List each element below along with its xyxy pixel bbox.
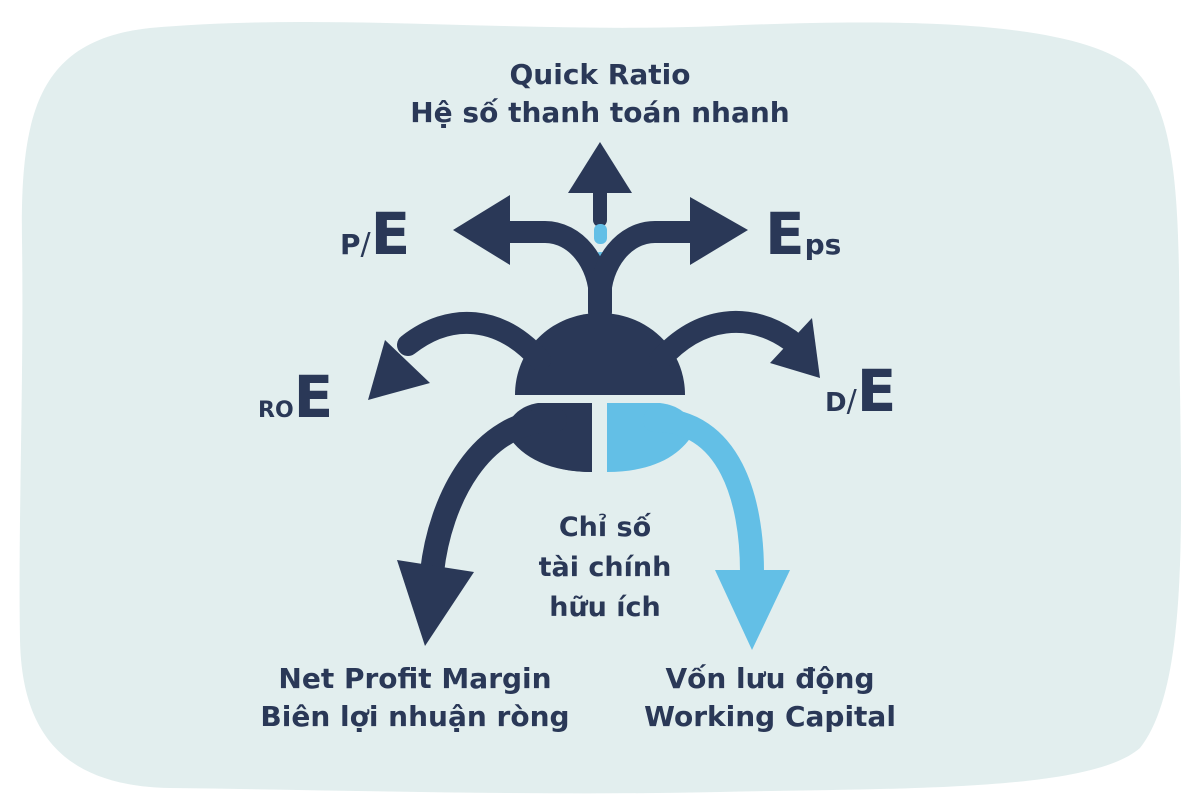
center-label-line1: Chỉ số (558, 512, 652, 543)
eps-label-small: ps (804, 228, 842, 261)
center-label: Chỉ số tài chính hữu ích (520, 508, 690, 628)
roe-label-small: RO (258, 398, 294, 423)
working-capital-label-line2: Working Capital (644, 700, 896, 733)
working-capital-label-line1: Vốn lưu động (665, 662, 875, 695)
center-label-line2: tài chính (538, 552, 672, 583)
pe-label-big: E (370, 200, 411, 268)
de-label-slash: / (846, 384, 857, 419)
stem (588, 270, 612, 320)
background-blob (19, 22, 1182, 794)
pe-label-small: P (340, 228, 361, 261)
de-label-big: E (856, 357, 897, 425)
eps-label: Eps (765, 205, 841, 263)
quick-ratio-label-line2: Hệ số thanh toán nhanh (410, 96, 790, 129)
roe-label: ROE (258, 368, 333, 426)
net-profit-margin-label-line2: Biên lợi nhuận ròng (260, 700, 570, 733)
pe-label-slash: / (360, 227, 371, 262)
working-capital-label: Vốn lưu động Working Capital (630, 660, 910, 736)
de-arrow (649, 311, 820, 378)
net-profit-margin-label: Net Profit Margin Biên lợi nhuận ròng (250, 660, 580, 736)
net-profit-margin-label-line1: Net Profit Margin (278, 662, 552, 695)
roe-label-big: E (293, 363, 334, 431)
central-dome (515, 313, 685, 395)
de-label-small: D (825, 388, 847, 418)
quick-ratio-label: Quick Ratio Hệ số thanh toán nhanh (400, 56, 800, 132)
center-label-line3: hữu ích (549, 592, 661, 623)
quick-ratio-arrow (568, 142, 632, 227)
roe-arrow (368, 311, 551, 400)
quick-ratio-label-line1: Quick Ratio (509, 58, 691, 91)
eps-label-big: E (765, 200, 805, 268)
pe-label: P/E (340, 205, 410, 263)
net-profit-margin-arrow (397, 408, 567, 646)
de-label: D/E (825, 362, 896, 420)
working-capital-arrow (643, 408, 790, 650)
